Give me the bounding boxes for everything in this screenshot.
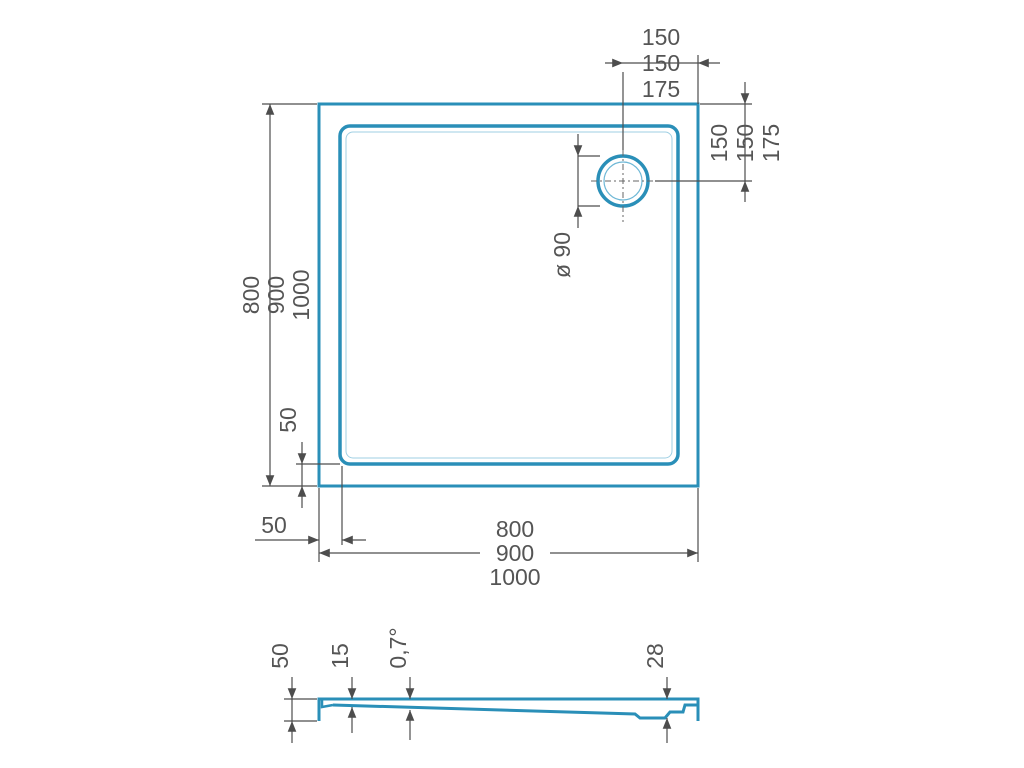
drain-x-dim-800: 150 — [642, 24, 680, 50]
height-dim-800: 800 — [238, 276, 264, 314]
drain-y-dimension: 150 150 175 — [655, 82, 784, 202]
section-view: 50 15 0,7° 28 — [267, 627, 700, 743]
drain-y-dim-900: 150 — [732, 124, 758, 162]
section-height-dimension: 50 — [267, 643, 317, 743]
width-dim-1000: 1000 — [489, 564, 540, 590]
drain-x-dimension: 150 150 175 — [605, 24, 720, 150]
width-dim-900: 900 — [496, 540, 534, 566]
drain-y-dim-800: 150 — [706, 124, 732, 162]
width-dim-800: 800 — [496, 516, 534, 542]
height-dimension: 800 900 1000 — [238, 103, 317, 487]
section-floor-label: 15 — [327, 643, 353, 669]
drain-x-dim-900: 150 — [642, 50, 680, 76]
tray-profile — [317, 697, 700, 721]
drain-y-dim-1000: 175 — [758, 124, 784, 162]
left-offset-label: 50 — [261, 512, 287, 538]
width-dimension: 800 900 1000 — [318, 488, 699, 590]
section-height-label: 50 — [267, 643, 293, 669]
tray-inner-basin — [338, 124, 680, 466]
plan-view: 150 150 175 150 150 175 — [238, 24, 784, 590]
section-drain-dimension: 28 — [642, 643, 672, 743]
tray-outer-edge — [317, 102, 700, 488]
drain-diameter-label: ø 90 — [549, 232, 575, 278]
bottom-offset-label: 50 — [275, 407, 301, 433]
section-slope-dimension: 0,7° — [385, 627, 415, 740]
height-dim-900: 900 — [263, 276, 289, 314]
section-slope-label: 0,7° — [385, 627, 411, 668]
tray-inner-basin-inset — [345, 131, 673, 459]
drain-x-dim-1000: 175 — [642, 76, 680, 102]
section-floor-dimension: 15 — [327, 643, 357, 733]
left-offset-dimension: 50 — [255, 466, 366, 545]
drain-diameter-dimension: ø 90 — [549, 134, 600, 278]
drain — [591, 150, 655, 222]
section-drain-label: 28 — [642, 643, 668, 669]
bottom-offset-dimension: 50 — [275, 407, 340, 508]
height-dim-1000: 1000 — [288, 269, 314, 320]
